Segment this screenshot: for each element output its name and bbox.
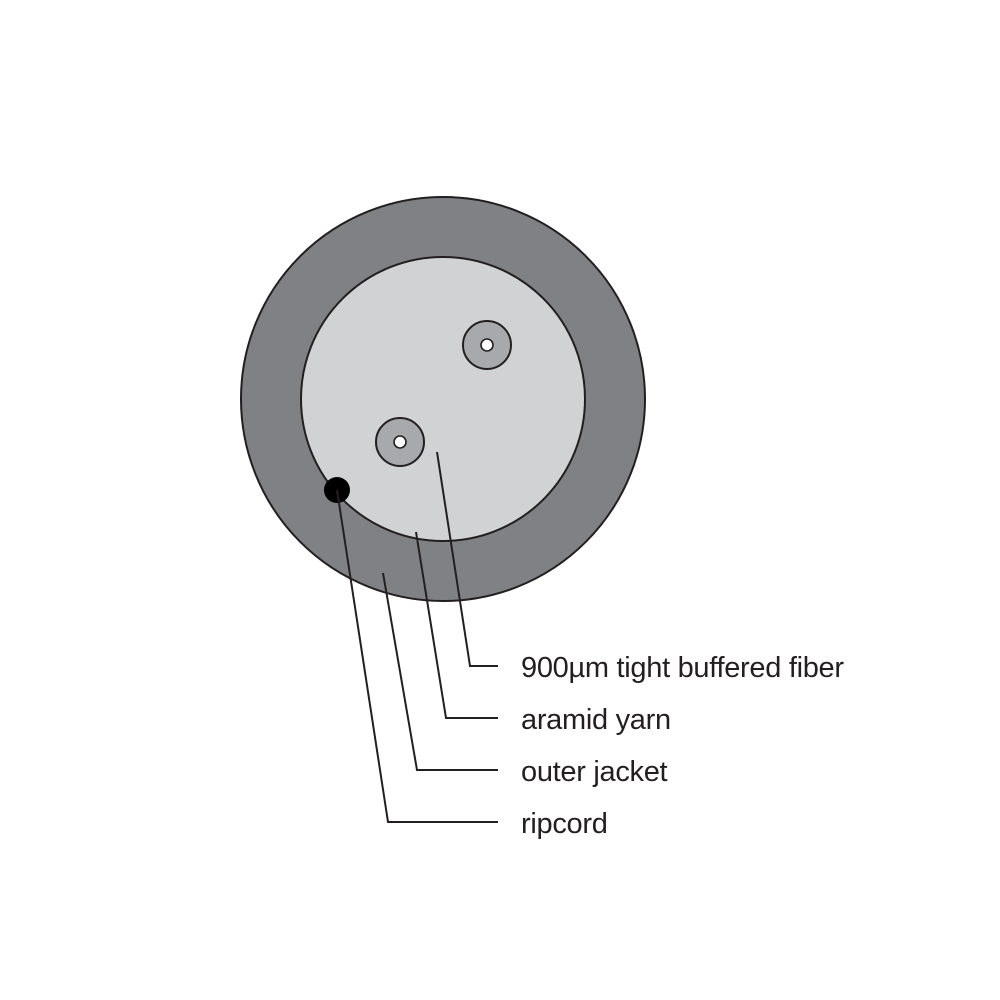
- leader-line-ripcord: [336, 489, 498, 823]
- label-aramid-yarn: aramid yarn: [521, 704, 671, 736]
- labels: 900µm tight buffered fiber aramid yarn o…: [521, 652, 845, 840]
- tight-buffered-fiber-1: [462, 320, 512, 370]
- leader-line-fiber: [436, 451, 498, 667]
- label-ripcord: ripcord: [521, 808, 608, 840]
- fiber-core: [480, 338, 494, 352]
- aramid-yarn-layer: [300, 256, 586, 542]
- fiber-core: [393, 435, 407, 449]
- label-900um-tight-buffered-fiber: 900µm tight buffered fiber: [521, 652, 844, 684]
- label-outer-jacket: outer jacket: [521, 756, 668, 788]
- leader-lines: [336, 451, 498, 823]
- tight-buffered-fiber-2: [375, 417, 425, 467]
- leader-line-outer-jacket: [382, 572, 498, 771]
- cable-cross-section: [240, 196, 646, 602]
- leader-line-aramid-yarn: [415, 531, 498, 719]
